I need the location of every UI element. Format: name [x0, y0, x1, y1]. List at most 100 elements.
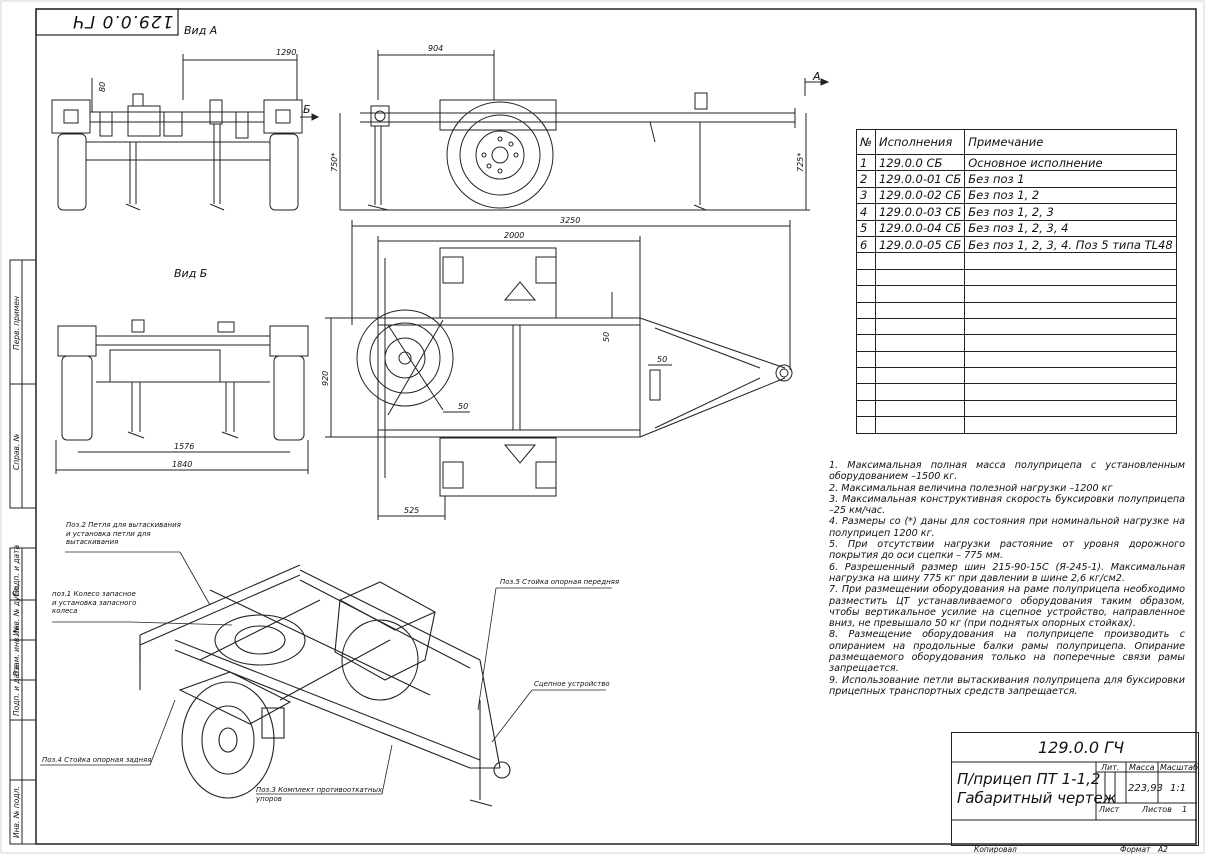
dim-920: 920 [321, 371, 330, 386]
cell-empty [964, 350, 1177, 369]
callout-poz1: поз.1 Колесо запасное и установка запасн… [52, 590, 137, 615]
technical-notes: 1. Максимальная полная масса полуприцепа… [829, 460, 1185, 697]
cell-empty [964, 301, 1177, 319]
note-item: 2. Максимальная величина полезной нагруз… [829, 482, 1113, 494]
dim-2000: 2000 [504, 231, 524, 240]
cell-empty [964, 399, 1177, 418]
side-stamp-label: Инв. № подл. [12, 786, 21, 838]
callout-poz2: Поз.2 Петля для вытаскивания и установка… [66, 521, 181, 546]
dim-50a: 50 [602, 332, 611, 342]
table-row-empty [856, 416, 1177, 434]
top-drawing-code: 129.0.0 ГЧ [72, 11, 174, 31]
cell-empty [874, 301, 966, 319]
table-row-empty [856, 367, 1177, 385]
cell-empty [964, 383, 1177, 401]
col-lit: Лит. [1101, 763, 1120, 772]
title-name-line2: Габаритный чертеж [957, 789, 1117, 807]
view-a-drawing [51, 54, 320, 211]
cell-variant: 129.0.0-03 СБ [874, 203, 966, 221]
cell-empty [856, 317, 876, 336]
title-block [951, 732, 1199, 846]
cell-empty [874, 350, 966, 369]
cell-no: 5 [856, 219, 876, 237]
dim-50b: 50 [657, 355, 667, 364]
note-item: 8. Размещение оборудования на полуприцеп… [829, 629, 1185, 675]
cell-empty [856, 252, 876, 270]
callout-poz4: Поз.4 Стойка опорная задняя [42, 756, 152, 764]
footer-format-label: Формат [1120, 845, 1151, 854]
dim-1576: 1576 [174, 442, 194, 451]
callout-poz5: Поз.5 Стойка опорная передняя [500, 578, 620, 586]
note-item: 6. Разрешенный размер шин 215-90-15С (Я-… [829, 561, 1185, 584]
sheets-count: 1 [1182, 805, 1188, 814]
callout-hitch: Сцепное устройство [534, 680, 610, 688]
sheets-label: Листов [1142, 805, 1172, 814]
cell-empty [874, 317, 966, 336]
cell-variant: 129.0.0-01 СБ [874, 170, 966, 188]
footer-copied: Копировал [974, 845, 1017, 854]
cell-no: 3 [856, 186, 876, 205]
table-row-empty [856, 334, 1177, 352]
cell-empty [964, 252, 1177, 270]
plan-view-drawing [325, 236, 793, 520]
cell-variant: 129.0.0-05 СБ [874, 235, 966, 254]
scale-value: 1:1 [1170, 783, 1187, 794]
note-item: 9. Использование петли вытаскивания полу… [829, 674, 1185, 697]
dim-750: 750* [330, 153, 339, 172]
cell-empty [964, 268, 1177, 287]
cell-empty [874, 285, 966, 303]
table-row-empty [856, 399, 1177, 418]
cell-empty [964, 317, 1177, 336]
dim-50c: 50 [458, 402, 468, 411]
col-scale: Масштаб [1160, 763, 1199, 772]
side-stamp-strips [9, 259, 37, 845]
cell-empty [874, 399, 966, 418]
cell-empty [964, 416, 1177, 434]
header-variant: Исполнения [874, 129, 966, 155]
cell-note: Основное исполнение [964, 153, 1177, 172]
table-row-empty [856, 301, 1177, 319]
table-header-row: № Исполнения Примечание [856, 129, 1177, 155]
cell-empty [856, 285, 876, 303]
cell-empty [856, 334, 876, 352]
cell-no: 4 [856, 203, 876, 221]
side-stamp-label: Подп. и дата [12, 664, 21, 716]
cell-empty [964, 285, 1177, 303]
sheet-label: Лист [1099, 805, 1120, 814]
cell-note: Без поз 1, 2 [964, 186, 1177, 205]
note-item: 5. При отсутствии нагрузки растояние от … [829, 539, 1185, 562]
cell-empty [856, 416, 876, 434]
table-row-empty [856, 268, 1177, 287]
table-row-empty [856, 383, 1177, 401]
cell-empty [856, 399, 876, 418]
cell-empty [856, 268, 876, 287]
cell-empty [856, 367, 876, 385]
cell-empty [856, 383, 876, 401]
cell-empty [964, 367, 1177, 385]
cell-variant: 129.0.0 СБ [874, 153, 966, 172]
cell-note: Без поз 1 [964, 170, 1177, 188]
cell-empty [874, 367, 966, 385]
cell-empty [874, 334, 966, 352]
note-item: 4. Размеры со (*) даны для состояния при… [829, 516, 1185, 539]
col-mass: Масса [1129, 763, 1155, 772]
dim-904: 904 [428, 44, 443, 53]
top-code-box [35, 8, 179, 36]
side-stamp-label: Справ. № [12, 433, 21, 471]
cell-empty [964, 334, 1177, 352]
dim-80: 80 [98, 82, 107, 92]
cell-no: 6 [856, 235, 876, 254]
callout-poz3: Поз.3 Комплект противооткатных упоров [256, 786, 383, 803]
note-item: 7. При размещении оборудования на раме п… [829, 584, 1185, 630]
dim-1840: 1840 [172, 460, 192, 469]
side-view-drawing [339, 50, 830, 370]
header-note: Примечание [964, 129, 1177, 155]
cell-note: Без поз 1, 2, 3, 4. Поз 5 типа TL48 [964, 235, 1177, 254]
dim-525: 525 [404, 506, 419, 515]
